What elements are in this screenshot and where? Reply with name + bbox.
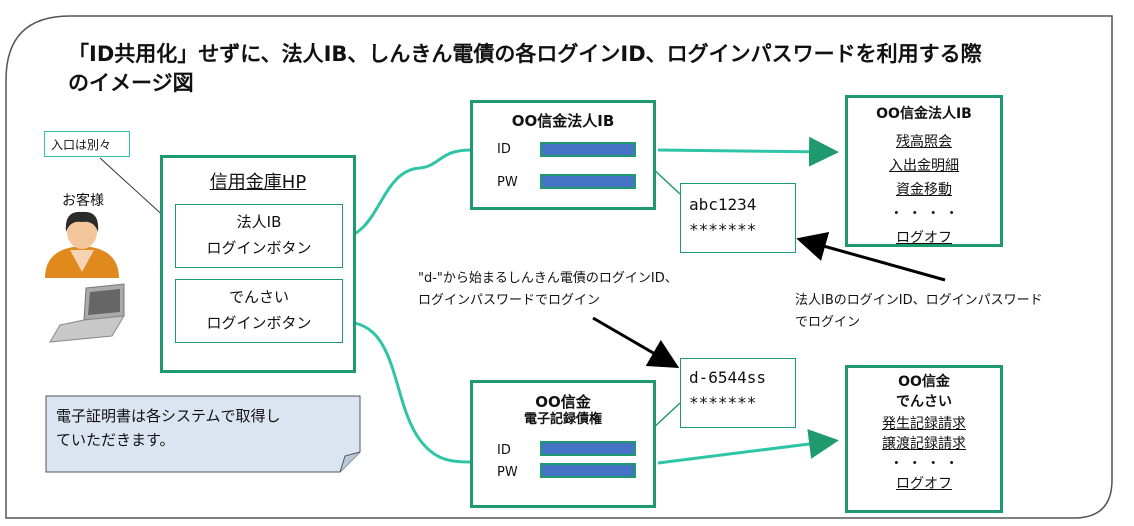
ib-menu-logoff[interactable]: ログオフ (896, 230, 952, 246)
densai-menu-ellipsis: ・ ・ ・ ・ (889, 456, 959, 472)
densai-menu-title1: OO信金 (898, 374, 950, 390)
ib-menu-ellipsis: ・ ・ ・ ・ (889, 206, 959, 222)
densai-credentials-callout: d-6544ss ******* (680, 358, 796, 428)
densai-menu-transfer[interactable]: 譲渡記録請求 (882, 436, 966, 452)
densai-annotation-arrow (592, 316, 680, 369)
densai-login-box: OO信金 電子記録債権 (470, 380, 656, 508)
densai-id-label: ID (497, 443, 511, 458)
densai-id-field[interactable] (540, 441, 636, 456)
certificate-note: 電子証明書は各システムで取得し ていただきます。 (56, 407, 281, 449)
densai-login-button[interactable]: でんさい ログインボタン (175, 279, 343, 343)
ib-menu-balance[interactable]: 残高照会 (896, 134, 952, 150)
laptop-icon (49, 283, 125, 343)
densai-menu-logoff[interactable]: ログオフ (896, 476, 952, 492)
ib-menu-title: OO信金法人IB (876, 106, 972, 122)
ib-annotation-arrow (796, 232, 946, 282)
ib-pw-label: PW (497, 175, 518, 190)
callout-entrance: 入口は別々 (44, 131, 130, 157)
densai-login-title: OO信金 電子記録債権 (523, 393, 602, 427)
ib-menu-transfer[interactable]: 資金移動 (896, 182, 952, 198)
ib-login-button[interactable]: 法人IB ログインボタン (175, 204, 343, 268)
hp-title: 信用金庫HP (209, 172, 307, 193)
ib-login-title: OO信金法人IB (511, 112, 615, 130)
ib-id-label: ID (497, 142, 511, 157)
densai-pw-field[interactable] (540, 463, 636, 478)
customer-label: お客様 (62, 193, 104, 209)
densai-menu-arrow (657, 429, 839, 465)
ib-menu-statement[interactable]: 入出金明細 (889, 158, 959, 174)
densai-menu-issue[interactable]: 発生記録請求 (882, 416, 966, 432)
densai-pw-label: PW (497, 465, 518, 480)
densai-menu-title2: でんさい (896, 394, 952, 410)
ib-menu-arrow (657, 136, 839, 167)
ib-pw-field[interactable] (540, 174, 636, 189)
ib-annotation: 法人IBのログインID、ログインパスワード でログイン (795, 293, 1043, 330)
customer-person-icon (45, 211, 119, 278)
outer-frame (5, 15, 1113, 519)
ib-menu-box: OO信金法人IB 残高照会 入出金明細 資金移動 ・ ・ ・ ・ ログオフ (845, 95, 1003, 247)
ib-id-field[interactable] (540, 142, 636, 157)
page-title: 「ID共用化」せずに、法人IB、しんきん電債の各ログインID、ログインパスワード… (68, 42, 982, 95)
densai-annotation: "d-"から始まるしんきん電債のログインID、 ログインパスワードでログイン (418, 271, 678, 308)
ib-credentials-callout: abc1234 ******* (680, 183, 796, 253)
callout-pointer (99, 157, 169, 221)
densai-menu-box: OO信金 でんさい 発生記録請求 譲渡記録請求 ・ ・ ・ ・ ログオフ (845, 365, 1003, 513)
ib-link-curve (339, 148, 471, 240)
densai-link-curve (339, 320, 471, 464)
